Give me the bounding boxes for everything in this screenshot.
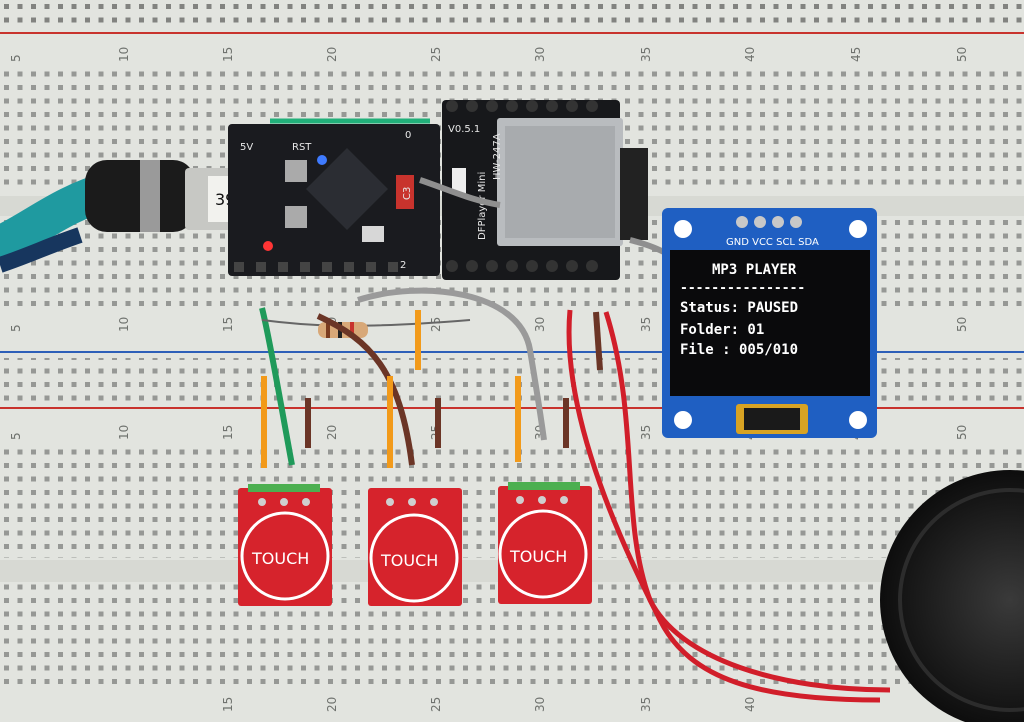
svg-text:15: 15 xyxy=(221,317,235,332)
svg-text:35: 35 xyxy=(639,425,653,440)
svg-text:30: 30 xyxy=(533,47,547,62)
oled-display: GND VCC SCL SDA MP3 PLAYER -------------… xyxy=(662,208,877,438)
svg-text:10: 10 xyxy=(117,317,131,332)
svg-text:50: 50 xyxy=(955,47,969,62)
mcu-pin-5v: 5V xyxy=(240,142,253,153)
svg-text:35: 35 xyxy=(639,697,653,712)
red-speaker-wires xyxy=(566,309,891,703)
oled-folder-line: Folder: 01 xyxy=(680,322,764,338)
svg-text:20: 20 xyxy=(325,47,339,62)
dfplayer-name: DFPlayer Mini xyxy=(477,172,488,240)
svg-text:10: 10 xyxy=(117,47,131,62)
bottom-number-row: 15 20 25 30 35 40 xyxy=(221,697,757,712)
svg-text:25: 25 xyxy=(429,317,443,332)
dfplayer-model: HW-247A xyxy=(492,133,503,180)
mcu-board: C3 5V RST 0 2 xyxy=(228,118,440,276)
svg-text:5: 5 xyxy=(9,54,23,62)
svg-text:45: 45 xyxy=(849,47,863,62)
svg-text:30: 30 xyxy=(533,317,547,332)
dfplayer-module: V0.5.1 DFPlayer Mini HW-247A xyxy=(442,100,648,280)
svg-text:15: 15 xyxy=(221,425,235,440)
oled-file-line: File : 005/010 xyxy=(680,342,798,358)
touch-sensor-1-label: TOUCH xyxy=(251,549,309,568)
top-power-rail xyxy=(0,0,1024,34)
svg-text:10: 10 xyxy=(117,425,131,440)
mcu-pin-2: 2 xyxy=(400,260,406,271)
svg-text:35: 35 xyxy=(639,317,653,332)
oled-header-pins: GND VCC SCL SDA xyxy=(726,237,819,248)
touch-sensor-2-label: TOUCH xyxy=(380,551,438,570)
touch-sensor-3[interactable]: TOUCH xyxy=(498,482,592,604)
svg-text:15: 15 xyxy=(221,47,235,62)
touch-sensor-3-label: TOUCH xyxy=(509,547,567,566)
top-number-row: 5 10 15 20 25 30 35 40 45 50 xyxy=(9,47,969,62)
dfplayer-version: V0.5.1 xyxy=(448,124,480,135)
svg-text:50: 50 xyxy=(955,317,969,332)
touch-sensor-2[interactable]: TOUCH xyxy=(368,488,462,606)
touch-sensor-1[interactable]: TOUCH xyxy=(238,484,332,606)
svg-text:40: 40 xyxy=(743,47,757,62)
svg-text:15: 15 xyxy=(221,697,235,712)
mcu-pin-rst: RST xyxy=(292,142,312,153)
svg-text:25: 25 xyxy=(429,47,443,62)
mcu-c3-label: C3 xyxy=(402,187,413,200)
svg-text:5: 5 xyxy=(9,432,23,440)
svg-text:50: 50 xyxy=(955,425,969,440)
jumper-wires-upper xyxy=(259,287,603,468)
svg-text:30: 30 xyxy=(533,697,547,712)
svg-text:20: 20 xyxy=(325,697,339,712)
svg-text:25: 25 xyxy=(429,697,443,712)
oled-screen xyxy=(670,250,870,396)
gray-wire-mcu xyxy=(419,177,501,208)
svg-text:40: 40 xyxy=(743,697,757,712)
mcu-pin-0: 0 xyxy=(405,130,411,141)
blue-led-icon xyxy=(317,155,327,165)
svg-text:5: 5 xyxy=(9,324,23,332)
oled-status-line: Status: PAUSED xyxy=(680,300,798,316)
red-led-icon xyxy=(263,241,273,251)
oled-divider: ---------------- xyxy=(680,281,805,296)
oled-title: MP3 PLAYER xyxy=(712,262,797,278)
svg-text:20: 20 xyxy=(325,425,339,440)
speaker xyxy=(880,470,1024,722)
svg-text:35: 35 xyxy=(639,47,653,62)
